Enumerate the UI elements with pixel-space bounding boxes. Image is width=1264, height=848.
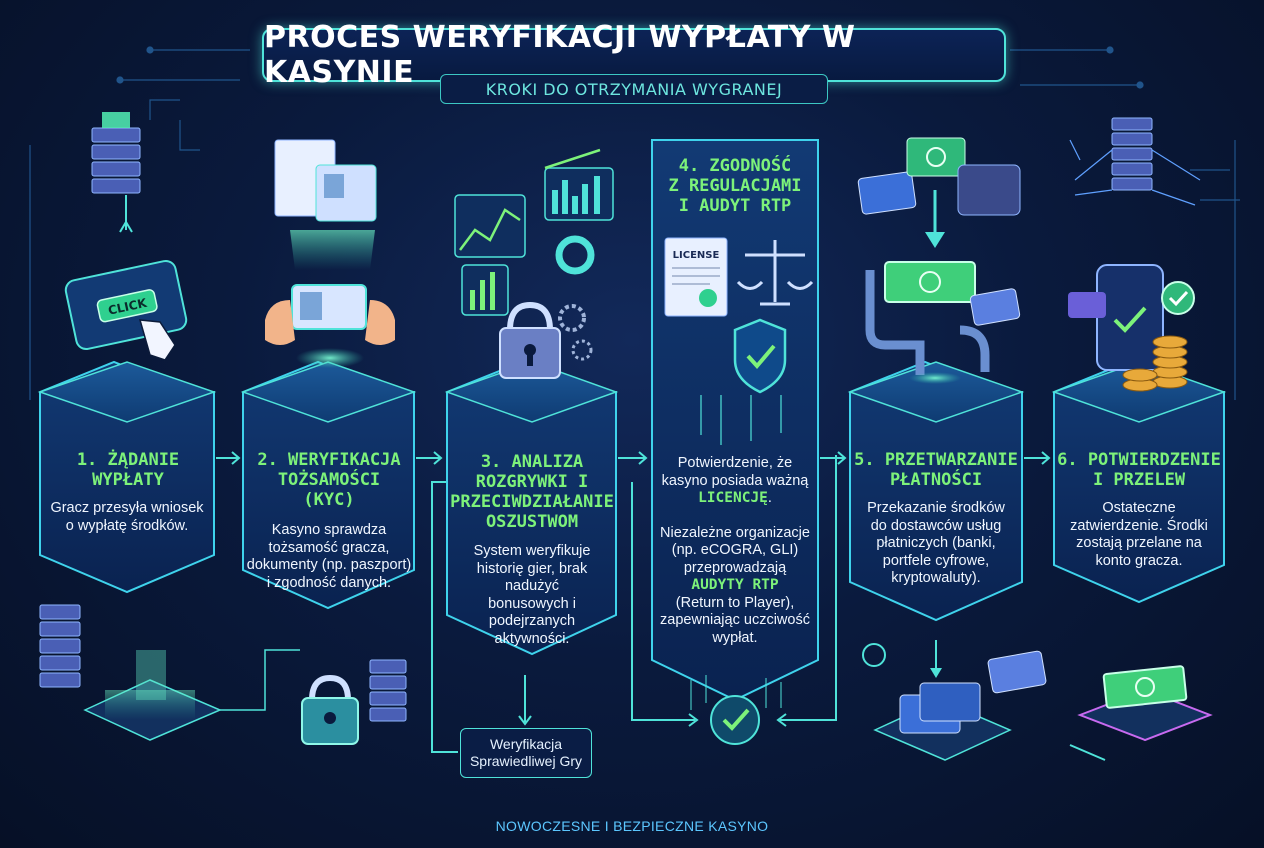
step-2-desc-line: tożsamość gracza,	[268, 539, 390, 556]
step-3-title-line: ROZGRYWKI I	[475, 472, 589, 492]
step-2-title-line: 2. WERYFIKACJA	[257, 450, 401, 470]
step-6-desc-line: Ostateczne	[1102, 500, 1176, 516]
title-banner: PROCES WERYFIKACJI WYPŁATY W KASYNIE	[262, 20, 1006, 90]
bottom-left-server-platform-icon	[39, 604, 300, 741]
kyc-documents-icon	[265, 139, 395, 368]
step-2-description: Kasyno sprawdza tożsamość gracza, dokume…	[246, 522, 412, 592]
step-4-desc-line: Niezależne organizacje	[660, 524, 810, 541]
step-4-desc-line: (Return to Player),	[675, 594, 795, 611]
step-6-desc-line: zatwierdzenie. Środki	[1070, 517, 1208, 534]
step-5-desc-line: płatniczych (banki,	[876, 535, 996, 551]
step-3-title: 3. ANALIZA ROZGRYWKI I PRZECIWDZIAŁANIE …	[450, 452, 614, 532]
step-1-desc-line: o wypłatę środków.	[65, 517, 189, 534]
bottom-checkmark-icon	[690, 675, 782, 745]
step-4-title-line: I AUDYT RTP	[678, 196, 792, 216]
step-5-desc-line: Przekazanie środków	[867, 500, 1005, 516]
license-highlight: LICENCJĘ	[698, 490, 768, 506]
tablet-click-icon: CLICK	[64, 259, 188, 361]
page-title: PROCES WERYFIKACJI WYPŁATY W KASYNIE	[264, 20, 856, 90]
step-2-title: 2. WERYFIKACJA TOŻSAMOŚCI (KYC)	[248, 450, 410, 510]
step-1-desc-line: Gracz przesyła wniosek	[50, 500, 204, 516]
step-2-desc-line: i zgodność danych.	[266, 574, 392, 591]
step-5-title: 5. PRZETWARZANIE PŁATNOŚCI	[852, 450, 1020, 490]
fair-play-verification-box: Weryfikacja Sprawiedliwej Gry	[460, 728, 592, 778]
bottom-cards-icon	[862, 640, 1047, 761]
payment-processing-icon	[857, 137, 1021, 384]
step-4-desc-line: wypłat.	[712, 629, 758, 646]
rtp-audit-highlight: AUDYTY RTP	[691, 577, 779, 593]
step-2-desc-line: Kasyno sprawdza	[271, 522, 387, 538]
step-5-desc-line: portfele cyfrowe,	[882, 552, 990, 569]
subtitle-banner: KROKI DO OTRZYMANIA WYGRANEJ	[440, 74, 828, 104]
step-4-desc-line: kasyno posiada ważną	[661, 472, 809, 489]
confirmation-transfer-icon	[1068, 117, 1201, 392]
step-4-desc-line: zapewniając uczciwość	[660, 612, 810, 628]
step-6-title: 6. POTWIERDZENIE I PRZELEW	[1056, 450, 1222, 490]
svg-text:LICENSE: LICENSE	[673, 250, 720, 261]
spacer	[656, 508, 814, 525]
step-5-description: Przekazanie środków do dostawców usług p…	[852, 500, 1020, 588]
step-1-title-line: WYPŁATY	[92, 470, 164, 490]
step-2-desc-line: dokumenty (np. paszport)	[246, 557, 412, 573]
server-stack-icon	[91, 112, 141, 233]
verification-line: Sprawiedliwej Gry	[469, 753, 583, 769]
page-subtitle: KROKI DO OTRZYMANIA WYGRANEJ	[485, 79, 783, 99]
bottom-cash-stack-icon	[1077, 665, 1213, 742]
step-5-desc-line: do dostawców usług	[870, 517, 1002, 534]
step-5-title-line: PŁATNOŚCI	[889, 470, 983, 490]
step-4-desc-line: (np. eCOGRA, GLI)	[671, 542, 799, 558]
step-4-desc-line: LICENCJĘ.	[656, 490, 814, 508]
step-6-desc-line: konto gracza.	[1095, 552, 1183, 569]
license-highlight-suffix: .	[767, 490, 772, 506]
step-3-desc-line: podejrzanych	[488, 613, 576, 629]
step-6-title-line: I PRZELEW	[1092, 470, 1186, 490]
step-2-title-line: TOŻSAMOŚCI	[277, 470, 381, 490]
step-4-desc-line: Potwierdzenie, że	[677, 455, 793, 471]
step-3-description: System weryfikuje historię gier, brak na…	[450, 543, 614, 648]
step-4-title-line: 4. ZGODNOŚĆ	[678, 156, 792, 176]
step-3-title-line: OSZUSTWOM	[485, 512, 579, 532]
step-4-title-line: Z REGULACJAMI	[668, 176, 802, 196]
step-1-title: 1. ŻĄDANIE WYPŁATY	[48, 450, 208, 490]
analytics-lock-icon	[454, 148, 614, 379]
license-audit-icon: LICENSE	[664, 237, 814, 445]
step-4-title: 4. ZGODNOŚĆ Z REGULACJAMI I AUDYT RTP	[656, 156, 814, 216]
step-4-desc-line: przeprowadzają	[683, 559, 787, 576]
step-3-desc-line: System weryfikuje	[473, 543, 591, 559]
step-6-title-line: 6. POTWIERDZENIE	[1057, 450, 1221, 470]
step-5-desc-line: kryptowaluty).	[891, 570, 981, 586]
step-4-description: Potwierdzenie, że kasyno posiada ważną L…	[656, 455, 814, 647]
step-6-desc-line: zostają przelane na	[1076, 535, 1202, 551]
step-1-title-line: 1. ŻĄDANIE	[76, 450, 180, 470]
step-5-title-line: 5. PRZETWARZANIE	[854, 450, 1018, 470]
step-3-desc-line: nadużyć	[504, 578, 559, 594]
footer-text: NOWOCZESNE I BEZPIECZNE KASYNO	[495, 818, 769, 834]
verification-line: Weryfikacja	[489, 736, 563, 752]
step-3-desc-line: bonusowych i	[488, 595, 576, 612]
step-3-desc-line: aktywności.	[494, 630, 570, 647]
step-3-title-line: PRZECIWDZIAŁANIE	[450, 492, 614, 512]
step-6-description: Ostateczne zatwierdzenie. Środki zostają…	[1056, 500, 1222, 570]
step-1-description: Gracz przesyła wniosek o wypłatę środków…	[44, 500, 210, 535]
step-3-desc-line: historię gier, brak	[476, 560, 588, 577]
step-2-title-line: (KYC)	[303, 490, 355, 510]
bottom-padlock-icon	[301, 659, 407, 745]
step-3-title-line: 3. ANALIZA	[480, 452, 584, 472]
